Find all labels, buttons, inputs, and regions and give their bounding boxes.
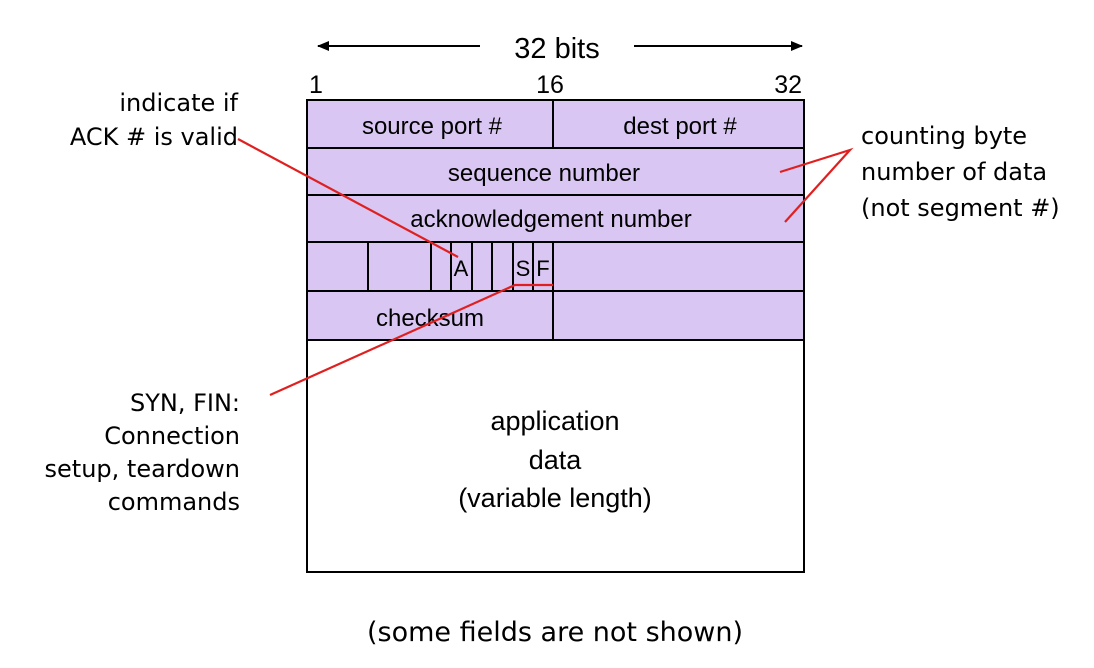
checksum-field: checksum bbox=[376, 305, 484, 332]
flag-fin: F bbox=[536, 256, 549, 281]
synfin-note-line-1: SYN, FIN: bbox=[130, 389, 240, 417]
application-data: application data (variable length) bbox=[306, 339, 805, 573]
app-data-line-2: data bbox=[529, 445, 583, 475]
synfin-note-line-2: Connection bbox=[104, 422, 240, 450]
width-indicator: 32 bits bbox=[317, 33, 803, 65]
synfin-note-line-4: commands bbox=[108, 488, 240, 516]
count-note-line-2: number of data bbox=[861, 158, 1047, 186]
row-sequence bbox=[306, 147, 805, 196]
row-flags bbox=[306, 241, 805, 292]
application-data-box bbox=[306, 339, 805, 573]
synfin-pointer-line bbox=[269, 283, 553, 397]
sequence-number-field: sequence number bbox=[448, 160, 640, 187]
source-port-field: source port # bbox=[362, 113, 503, 140]
ack-pointer-line bbox=[237, 138, 459, 258]
ack-note-line-2: ACK # is valid bbox=[70, 123, 238, 151]
bit-number-end: 32 bbox=[774, 71, 802, 99]
synfin-note-line-3: setup, teardown bbox=[45, 455, 240, 483]
width-label: 32 bits bbox=[514, 33, 599, 65]
bit-number-mid: 16 bbox=[536, 71, 564, 99]
flag-syn: S bbox=[516, 256, 531, 281]
bit-number-start: 1 bbox=[309, 71, 323, 99]
ack-note-line-1: indicate if bbox=[119, 89, 238, 117]
count-note-line-3: (not segment #) bbox=[861, 194, 1060, 222]
segment-header: source port # dest port # sequence numbe… bbox=[306, 99, 805, 341]
count-note-line-1: counting byte bbox=[861, 122, 1027, 150]
count-pointer-line bbox=[779, 147, 854, 223]
row-ack bbox=[306, 194, 805, 243]
footer-note: (some fields are not shown) bbox=[367, 617, 743, 648]
row-checksum bbox=[306, 290, 805, 341]
app-data-line-3: (variable length) bbox=[458, 483, 652, 513]
ack-number-field: acknowledgement number bbox=[410, 206, 692, 233]
dest-port-field: dest port # bbox=[623, 113, 737, 140]
row-ports bbox=[306, 99, 805, 149]
flag-ack: A bbox=[454, 256, 469, 281]
app-data-line-1: application bbox=[490, 406, 619, 436]
annotation-pointers bbox=[237, 138, 854, 397]
